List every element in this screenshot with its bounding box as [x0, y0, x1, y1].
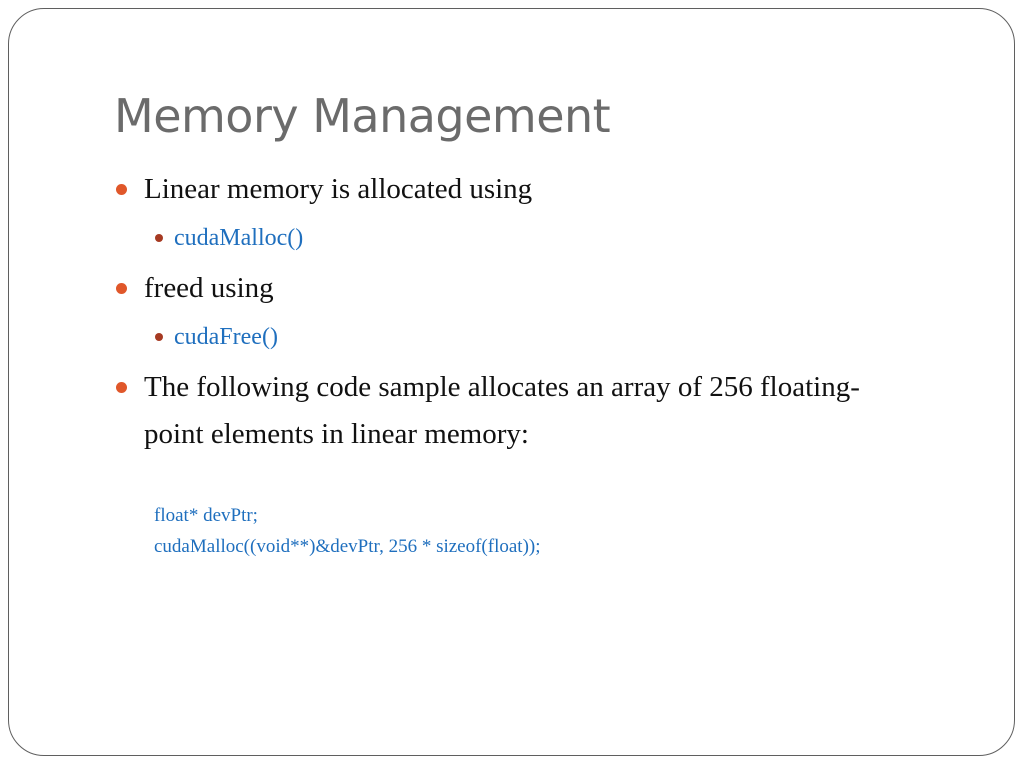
bullet-dot: [116, 382, 127, 393]
bullet-dot: [116, 283, 127, 294]
sub-bullet-dot: [155, 234, 163, 242]
code-line-cudamalloc-call: cudaMalloc((void**)&devPtr, 256 * sizeof…: [154, 536, 541, 557]
bullet-code-sample-line2: point elements in linear memory:: [144, 418, 529, 450]
code-line-declaration: float* devPtr;: [154, 505, 258, 526]
sub-bullet-cudamalloc: cudaMalloc(): [174, 225, 304, 251]
slide-frame: [8, 8, 1015, 756]
sub-bullet-cudafree: cudaFree(): [174, 324, 278, 350]
slide-title: Memory Management: [114, 89, 611, 143]
bullet-code-sample-line1: The following code sample allocates an a…: [144, 371, 860, 403]
bullet-dot: [116, 184, 127, 195]
bullet-freed-using: freed using: [144, 272, 274, 304]
sub-bullet-dot: [155, 333, 163, 341]
bullet-linear-memory: Linear memory is allocated using: [144, 173, 533, 205]
